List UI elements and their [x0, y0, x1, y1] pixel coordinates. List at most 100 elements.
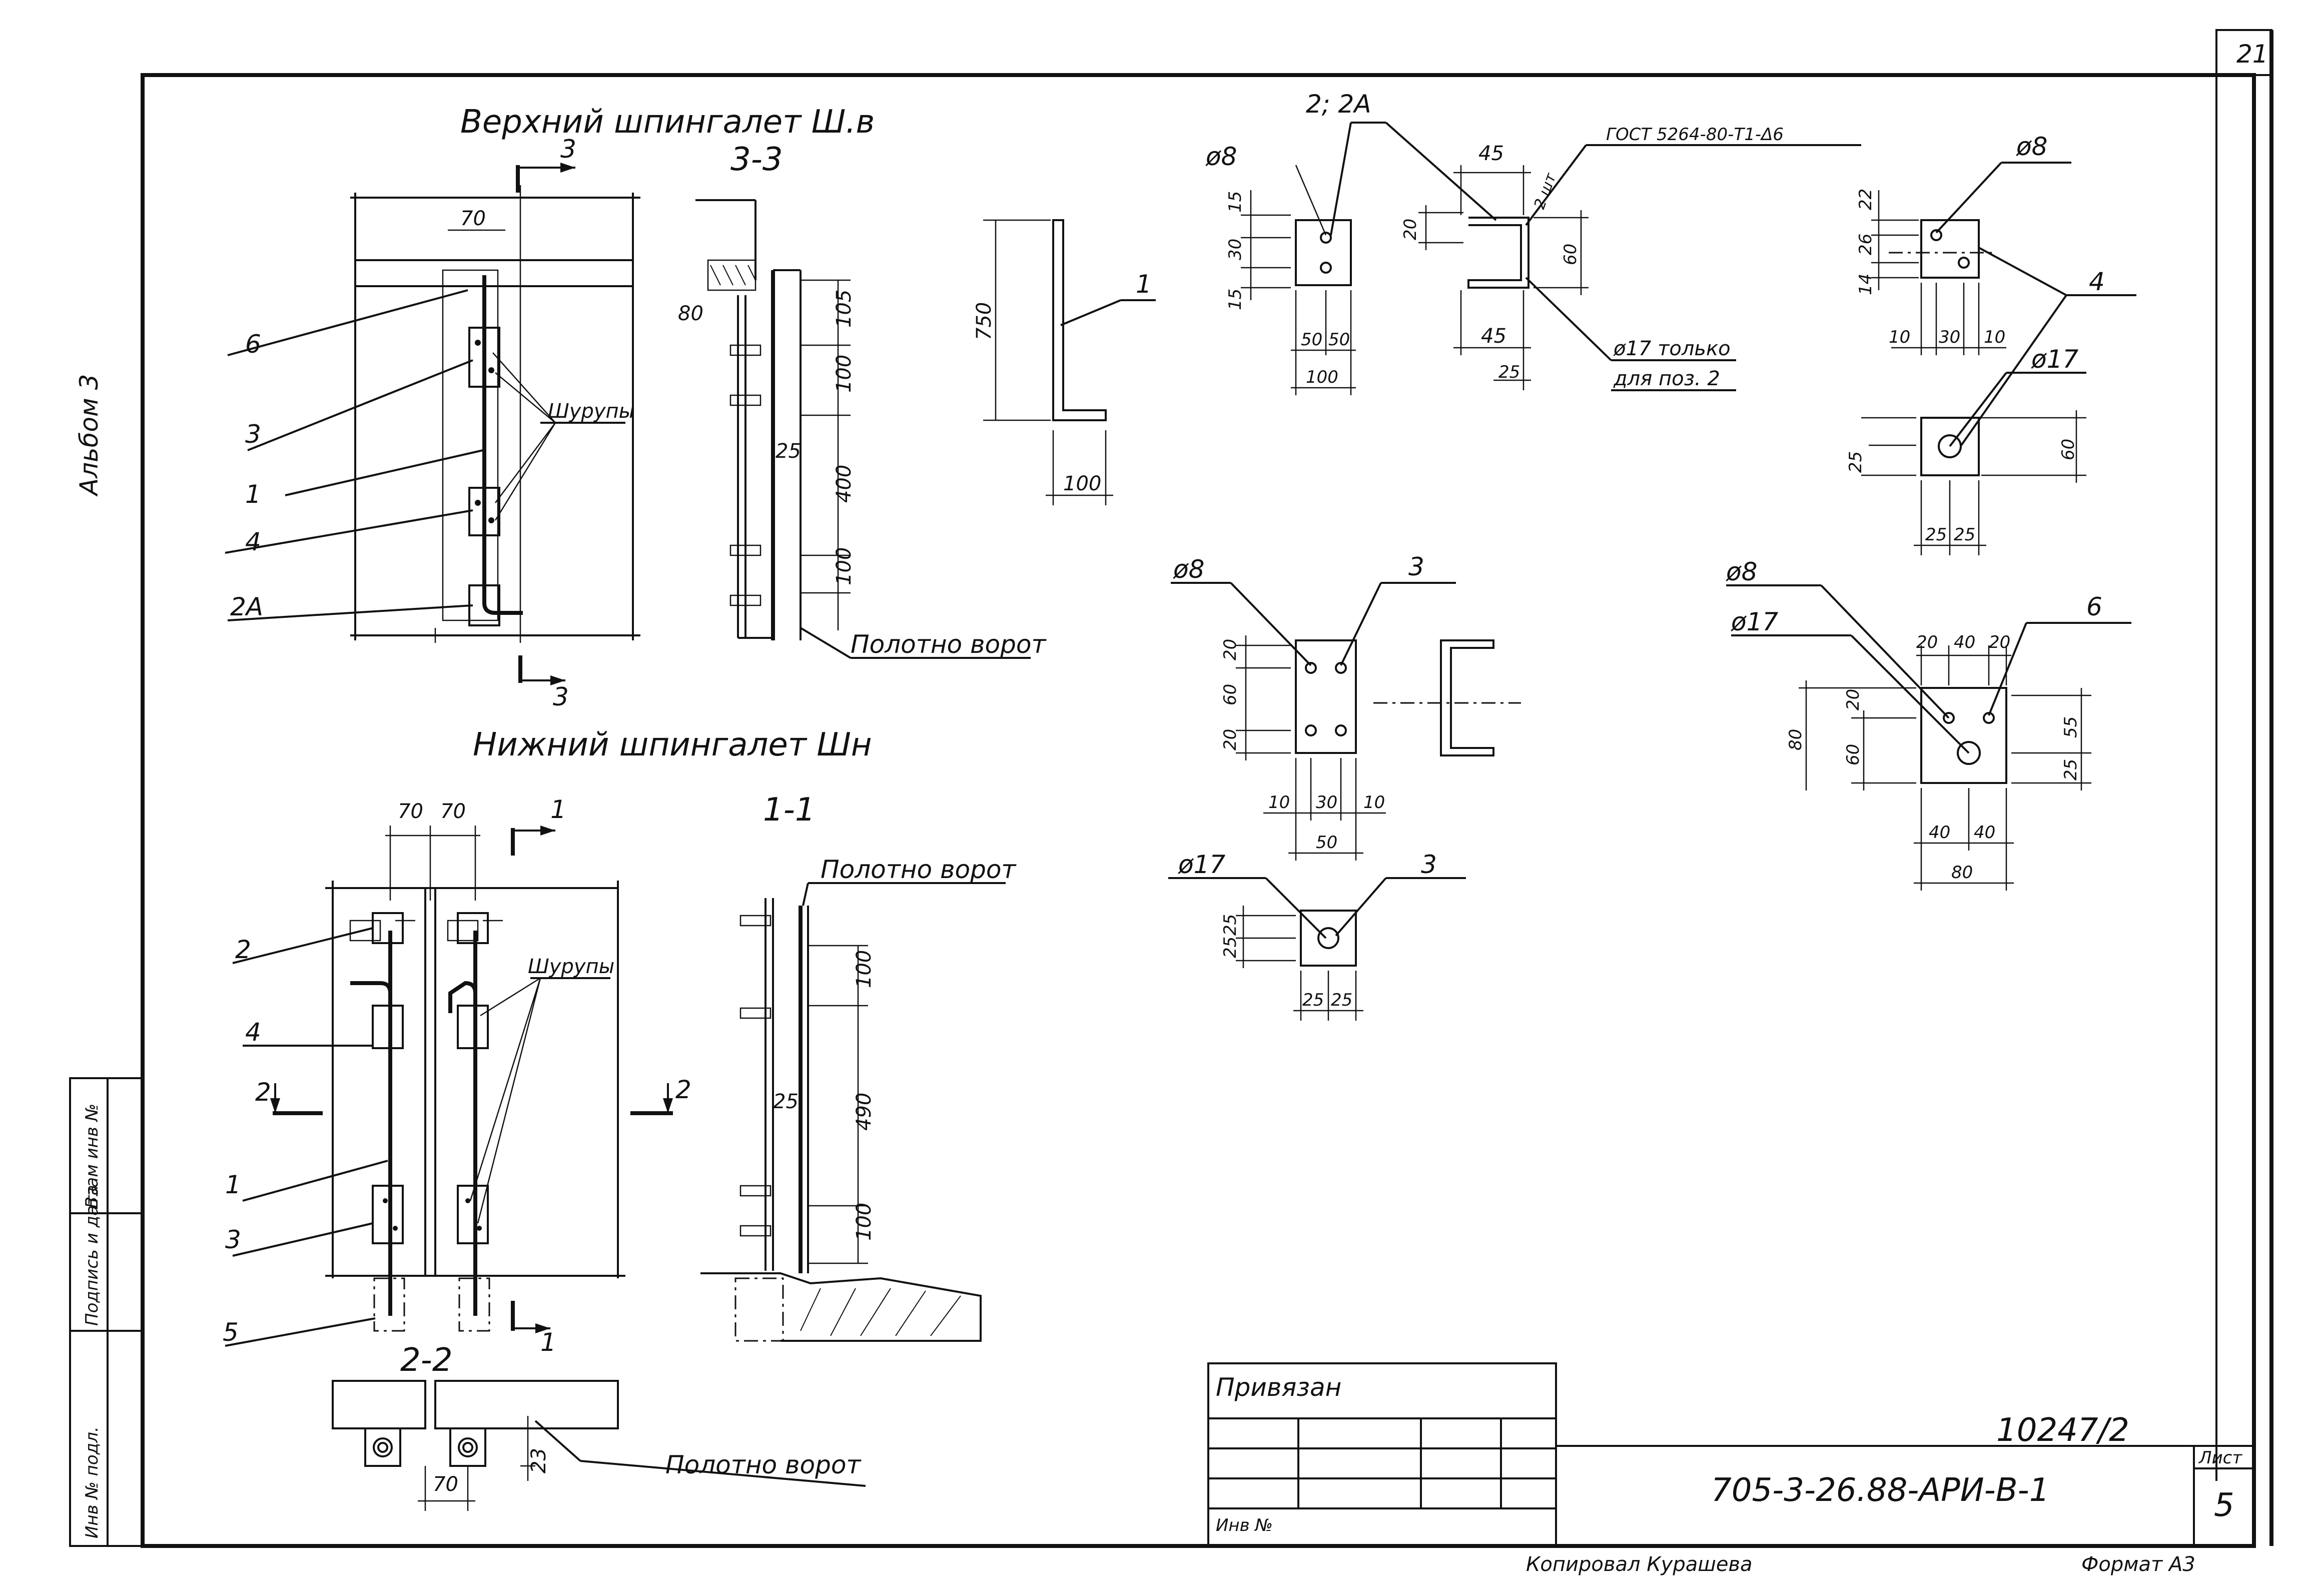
- upper-dim-105: 105: [833, 290, 856, 328]
- lower-bolt-title: Нижний шпингалет Шн: [473, 726, 872, 763]
- upper-bolt-elevation: [350, 185, 640, 643]
- part4-dim-30: 30: [1939, 327, 1960, 347]
- part6-dim-20b: 20: [1989, 632, 2010, 652]
- upper-leaders: [225, 289, 625, 621]
- part3-small-plate: [1168, 877, 1466, 1021]
- part2-callout: 2; 2А: [1306, 90, 1371, 119]
- lower-section-mark-2-left: [270, 1083, 323, 1115]
- part4-dim-60: 60: [2058, 439, 2078, 460]
- lower-callout-1: 1: [225, 1170, 241, 1199]
- title-tied-label: Привязан: [1216, 1373, 1341, 1402]
- part6-dim-20-left: 20: [1843, 689, 1863, 710]
- lower-section-1-title: 1-1: [763, 791, 816, 829]
- upper-gate-leader: [800, 627, 852, 659]
- part2-dim-30: 30: [1225, 239, 1245, 260]
- upper-section-drawing: [695, 199, 802, 640]
- part2-note-2: для поз. 2: [1613, 367, 1720, 390]
- part2-plate: [1241, 122, 1497, 395]
- rod-callout: 1: [1136, 270, 1152, 299]
- part2-dim-50b: 50: [1328, 330, 1350, 350]
- part4-dim-10b: 10: [1984, 327, 2005, 347]
- upper-callout-2a: 2А: [230, 592, 263, 621]
- lower-gate-label-2: Полотно ворот: [665, 1450, 862, 1479]
- upper-section-title: 3-3: [730, 141, 783, 178]
- part3-dim-25a: 25: [1220, 914, 1240, 936]
- title-handwritten-number: 10247/2: [1996, 1412, 2129, 1449]
- part3-hole-d8: ø8: [1173, 555, 1204, 584]
- lower-callout-2: 2: [235, 935, 251, 964]
- upper-dim-100a: 100: [833, 355, 856, 393]
- part4-plate-small: [1871, 162, 2071, 355]
- upper-callout-4: 4: [245, 527, 261, 556]
- title-inv-label: Инв №: [1216, 1515, 1273, 1535]
- part6-dim-40b: 40: [1974, 823, 1995, 843]
- sheet-frame: [141, 29, 2273, 1548]
- part6-dim-40: 40: [1954, 632, 1975, 652]
- lower-dim-70a: 70: [398, 800, 423, 823]
- part6-dim-20a: 20: [1916, 632, 1938, 652]
- part3-dim-50: 50: [1316, 833, 1337, 853]
- lower-leaders: [225, 927, 610, 1347]
- lower-dim-490: 490: [853, 1093, 876, 1131]
- title-sheet-label: Лист: [2198, 1448, 2242, 1468]
- lower-dim-70b: 70: [440, 800, 466, 823]
- lower-section-2-drawing: [332, 1380, 866, 1511]
- copied-by: Копировал Курашева: [1526, 1553, 1753, 1576]
- part2-dim-50a: 50: [1301, 330, 1322, 350]
- part3-plate: [1171, 582, 1456, 861]
- part3-dim-60: 60: [1220, 684, 1240, 705]
- stamp-vzam-inv: Взам инв №: [82, 1104, 102, 1208]
- part6-dim-55: 55: [2061, 716, 2081, 738]
- lower-section-mark-2-right-label: 2: [675, 1075, 691, 1104]
- part3-dim-25c: 25: [1302, 990, 1324, 1010]
- part3-dim-20b: 20: [1220, 729, 1240, 750]
- part3-dim-25d: 25: [1331, 990, 1352, 1010]
- lower-bolt-elevation: [325, 826, 625, 1332]
- upper-dim-80: 80: [678, 302, 703, 325]
- stamp-inv-podl: Инв № подл.: [82, 1426, 102, 1538]
- album-label: Альбом 3: [75, 374, 104, 497]
- part2-dim-45-bottom: 45: [1481, 325, 1506, 348]
- lower-callout-3: 3: [225, 1225, 241, 1254]
- lower-section-mark-1-top-label: 1: [550, 795, 566, 824]
- lower-callout-5: 5: [223, 1318, 239, 1347]
- upper-section-mark-bottom-label: 3: [553, 682, 569, 711]
- upper-callout-6: 6: [245, 330, 261, 359]
- lower-section-1-drawing: [700, 882, 1006, 1342]
- part6-dim-40a: 40: [1929, 823, 1950, 843]
- part4-dim-25a: 25: [1925, 525, 1947, 545]
- part3-dim-25b: 25: [1220, 937, 1240, 958]
- side-stamp: [69, 1077, 144, 1547]
- title-doc-code: 705-3-26.88-АРИ-В-1: [1711, 1472, 2049, 1509]
- upper-gate-label: Полотно ворот: [851, 630, 1047, 659]
- upper-dim-25: 25: [776, 440, 801, 463]
- upper-section-mark-top: [516, 163, 575, 193]
- upper-dim-100b: 100: [833, 547, 856, 585]
- lower-section-1-dims: [808, 945, 868, 1264]
- part6-plate: [1726, 584, 2131, 891]
- lower-dim-23: 23: [527, 1448, 550, 1473]
- part4-dim-22: 22: [1856, 189, 1876, 210]
- part4-dim-10a: 10: [1889, 327, 1910, 347]
- part2-bracket-profile: [1418, 144, 1861, 391]
- part6-callout: 6: [2086, 592, 2102, 621]
- part2-dim-20: 20: [1400, 219, 1420, 240]
- lower-section-mark-2-left-label: 2: [255, 1078, 271, 1107]
- upper-callout-1: 1: [245, 480, 261, 509]
- part3-dim-10a: 10: [1268, 792, 1290, 813]
- part2-dim-60: 60: [1561, 244, 1581, 265]
- part3-callout: 3: [1408, 552, 1424, 581]
- upper-section-mark-top-label: 3: [560, 135, 576, 164]
- upper-section-dims: [801, 279, 851, 630]
- part2-dim-45-top: 45: [1478, 142, 1504, 165]
- part4-plate-large: [1861, 372, 2086, 555]
- part2-dim-15b: 15: [1225, 289, 1245, 310]
- lower-gate-label-1: Полотно ворот: [821, 855, 1017, 884]
- part4-dim-14: 14: [1856, 274, 1876, 295]
- part4-dim-25-left: 25: [1846, 451, 1866, 473]
- part4-callout: 4: [2089, 267, 2105, 296]
- lower-dim-25: 25: [773, 1090, 799, 1113]
- part3-dim-10b: 10: [1363, 792, 1385, 813]
- part2-weld-note: ГОСТ 5264-80-Т1-Δ6: [1606, 125, 1784, 145]
